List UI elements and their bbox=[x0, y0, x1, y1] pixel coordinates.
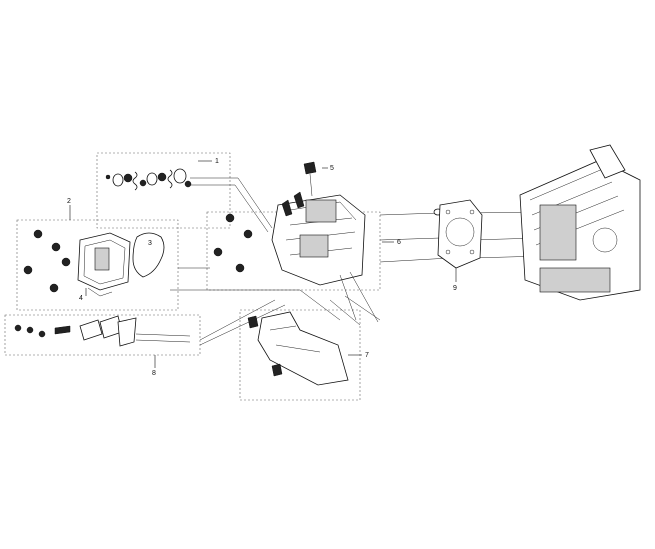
callout-8: 8 bbox=[152, 370, 156, 377]
callout-2: 2 bbox=[67, 198, 71, 205]
head-ports bbox=[299, 234, 329, 258]
head-gasket bbox=[437, 199, 483, 269]
leader-lines bbox=[170, 177, 546, 346]
valve-spring-retainer bbox=[112, 173, 124, 187]
cover-bolt-5 bbox=[49, 283, 59, 293]
push-rod-1 bbox=[339, 274, 357, 321]
engine-block bbox=[519, 144, 641, 301]
callout-7: 7 bbox=[365, 352, 369, 359]
head-bolt-1 bbox=[225, 213, 235, 223]
guide-bolt-1 bbox=[247, 315, 259, 329]
cover-bolt-3 bbox=[61, 257, 71, 267]
cover-bolt-4 bbox=[23, 265, 33, 275]
rocker-nut-2 bbox=[26, 326, 34, 334]
head-cover-gasket bbox=[132, 232, 165, 278]
callout-6: 6 bbox=[397, 239, 401, 246]
group-box-cylinder-head bbox=[206, 211, 381, 291]
guide-bolt-2 bbox=[271, 363, 283, 377]
callout-4: 4 bbox=[79, 295, 83, 302]
stud-1 bbox=[281, 199, 293, 217]
head-cover-parts bbox=[23, 229, 165, 297]
valve-spring-2 bbox=[167, 169, 173, 189]
group-box-valve-train bbox=[96, 152, 231, 229]
cylinder-head-parts bbox=[213, 161, 443, 323]
valve-cotter bbox=[184, 180, 192, 188]
rocker-nut-3 bbox=[38, 330, 46, 338]
head-bolt-2 bbox=[243, 229, 253, 239]
rocker-arm-1 bbox=[79, 319, 103, 341]
rocker-arm-parts bbox=[14, 315, 191, 347]
head-gasket-parts bbox=[437, 199, 483, 269]
gasket-bore bbox=[445, 217, 475, 247]
group-box-guide-plate bbox=[239, 309, 361, 401]
valve-head bbox=[173, 168, 187, 184]
rocker-stud bbox=[54, 325, 71, 335]
callout-1: 1 bbox=[215, 158, 219, 165]
block-bracket bbox=[589, 144, 626, 179]
callout-9: 9 bbox=[453, 285, 457, 292]
head-bolt-3 bbox=[213, 247, 223, 257]
valve-stem-seal-2 bbox=[157, 172, 167, 182]
group-box-head-cover bbox=[16, 219, 179, 311]
callouts: 1 2 3 4 5 6 7 8 9 bbox=[67, 158, 457, 377]
cover-bolt-2 bbox=[51, 242, 61, 252]
cover-bolt-1 bbox=[33, 229, 43, 239]
head-fins bbox=[305, 199, 337, 223]
rocker-nut-1 bbox=[14, 324, 22, 332]
valve-spring-1 bbox=[132, 171, 138, 191]
guide-plate bbox=[257, 311, 349, 386]
callout-3: 3 bbox=[148, 240, 152, 247]
callout-5: 5 bbox=[330, 165, 334, 172]
head-cover-breather bbox=[94, 247, 110, 271]
group-box-rocker-arm bbox=[4, 314, 201, 356]
valve-train-parts bbox=[105, 168, 192, 191]
valve-keeper-2 bbox=[139, 179, 147, 187]
group-boxes bbox=[4, 152, 381, 401]
valve-stem-seal bbox=[123, 173, 133, 183]
crankcase-base bbox=[539, 267, 611, 293]
push-rod-2 bbox=[349, 271, 379, 323]
push-rod-guide bbox=[117, 317, 137, 347]
valve-keeper bbox=[105, 174, 111, 180]
head-bolt-4 bbox=[235, 263, 245, 273]
cylinder-barrel bbox=[539, 204, 577, 261]
guide-plate-parts bbox=[247, 311, 349, 386]
stud-2 bbox=[293, 191, 305, 209]
valve-spring-retainer-2 bbox=[146, 172, 158, 186]
spark-plug bbox=[303, 161, 317, 175]
